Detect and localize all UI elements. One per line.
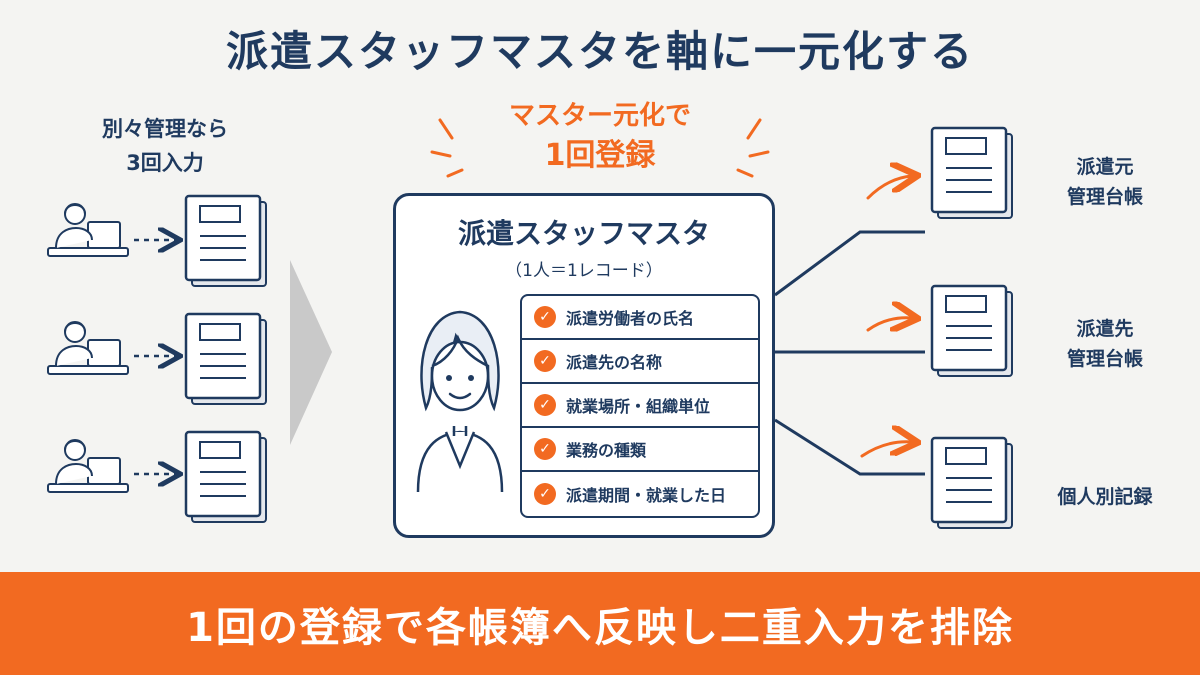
staff-avatar-icon bbox=[416, 310, 504, 493]
person-icon bbox=[47, 439, 129, 493]
list-item: ✓ 業務の種類 bbox=[522, 428, 758, 472]
check-icon: ✓ bbox=[534, 306, 556, 328]
emphasis-callout: マスター元化で 1回登録 bbox=[460, 96, 740, 176]
emphasis-line1: マスター元化で bbox=[508, 101, 691, 131]
ledger-book-icon bbox=[930, 126, 1014, 220]
orange-arrow-icon bbox=[860, 176, 912, 456]
emphasis-line2: 1回登録 bbox=[544, 138, 656, 173]
left-caption-line2: 3回入力 bbox=[126, 151, 204, 175]
connector-lines bbox=[774, 230, 925, 476]
check-icon: ✓ bbox=[534, 483, 556, 505]
left-caption-line1: 別々管理なら bbox=[102, 117, 228, 141]
field-label: 就業場所・組織単位 bbox=[566, 397, 711, 416]
label-haken-saki-ledger: 派遣先 管理台帳 bbox=[1030, 314, 1180, 374]
label-haken-moto-ledger: 派遣元 管理台帳 bbox=[1030, 152, 1180, 212]
ledger-book-icon bbox=[184, 194, 268, 288]
list-item: ✓ 派遣労働者の氏名 bbox=[522, 296, 758, 340]
spark-icon bbox=[430, 118, 770, 178]
ledger-book-icon bbox=[930, 284, 1014, 378]
transition-arrow-icon bbox=[290, 260, 332, 445]
field-label: 派遣期間・就業した日 bbox=[566, 486, 727, 505]
master-field-list: ✓ 派遣労働者の氏名 ✓ 派遣先の名称 ✓ 就業場所・組織単位 ✓ 業務の種類 ✓ 派遣期… bbox=[520, 294, 760, 518]
label-line: 管理台帳 bbox=[1066, 186, 1143, 208]
person-icon bbox=[47, 203, 129, 257]
field-label: 派遣労働者の氏名 bbox=[566, 309, 695, 328]
label-line: 派遣元 bbox=[1076, 156, 1134, 178]
check-icon: ✓ bbox=[534, 394, 556, 416]
check-icon: ✓ bbox=[534, 438, 556, 460]
bottom-banner: 1回の登録で各帳簿へ反映し二重入力を排除 bbox=[0, 572, 1200, 675]
ledger-book-icon bbox=[184, 430, 268, 524]
label-line: 管理台帳 bbox=[1066, 348, 1143, 370]
master-subtitle: （1人＝1レコード） bbox=[505, 261, 663, 281]
ledger-book-icon bbox=[930, 436, 1014, 530]
list-item: ✓ 就業場所・組織単位 bbox=[522, 384, 758, 428]
staff-master-card: 派遣スタッフマスタ （1人＝1レコード） ✓ 派遣労働者の氏名 ✓ 派遣先の名称 ✓… bbox=[393, 193, 775, 538]
check-icon: ✓ bbox=[534, 350, 556, 372]
person-icon bbox=[47, 321, 129, 375]
label-individual-record: 個人別記録 bbox=[1030, 482, 1180, 512]
label-line: 個人別記録 bbox=[1057, 486, 1153, 508]
field-label: 派遣先の名称 bbox=[566, 353, 663, 372]
field-label: 業務の種類 bbox=[566, 441, 647, 460]
page-title: 派遣スタッフマスタを軸に一元化する bbox=[225, 27, 974, 76]
label-line: 派遣先 bbox=[1076, 318, 1134, 340]
master-title: 派遣スタッフマスタ bbox=[457, 217, 710, 250]
left-caption: 別々管理なら 3回入力 bbox=[50, 112, 280, 180]
list-item: ✓ 派遣期間・就業した日 bbox=[522, 472, 758, 516]
list-item: ✓ 派遣先の名称 bbox=[522, 340, 758, 384]
ledger-book-icon bbox=[184, 312, 268, 406]
